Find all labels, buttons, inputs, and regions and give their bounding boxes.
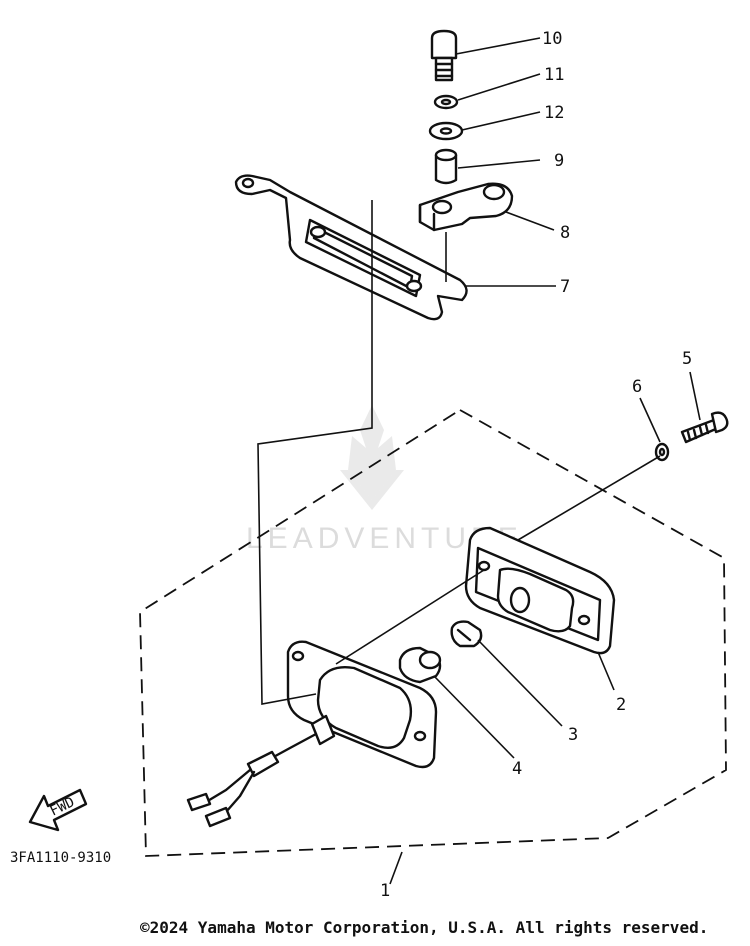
diagram-code: 3FA1110-9310: [10, 850, 111, 866]
callout-11: 11: [544, 65, 564, 85]
callout-12: 12: [544, 103, 564, 123]
callout-8: 8: [560, 223, 570, 243]
screw-part: [680, 411, 729, 444]
fwd-arrow-icon: FWD: [28, 788, 88, 832]
socket-part: [398, 646, 442, 684]
plain-washer-part: [428, 121, 464, 141]
collar-part: [434, 148, 458, 185]
callout-4: 4: [512, 759, 522, 779]
callout-9: 9: [554, 151, 564, 171]
bolt-part: [430, 29, 458, 82]
bulb-part: [450, 620, 483, 648]
copyright-text: ©2024 Yamaha Motor Corporation, U.S.A. A…: [140, 918, 709, 937]
callout-5: 5: [682, 349, 692, 369]
callout-2: 2: [616, 695, 626, 715]
callout-7: 7: [560, 277, 570, 297]
callout-1: 1: [380, 881, 390, 901]
lens-cover-part: [464, 526, 616, 655]
stay-plate-part: [234, 174, 468, 321]
callout-3: 3: [568, 725, 578, 745]
assembly-outline: [139, 408, 727, 857]
lamp-housing-part: [286, 640, 438, 769]
arm-bracket-part: [418, 182, 514, 232]
wire-harness-part: [186, 732, 318, 828]
lock-washer-part: [433, 94, 459, 110]
callout-10: 10: [542, 29, 562, 49]
callout-6: 6: [632, 377, 642, 397]
